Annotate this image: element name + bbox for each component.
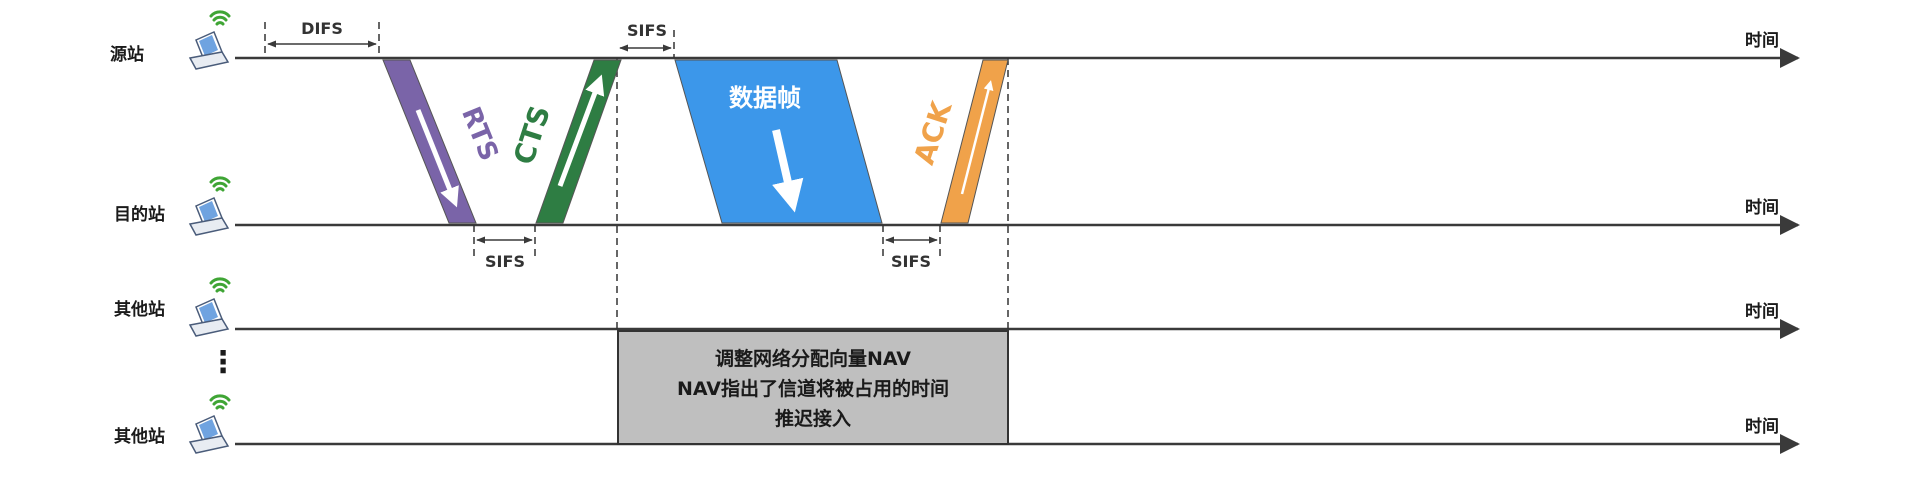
laptop-wifi-icon xyxy=(188,176,231,237)
laptop-wifi-icon xyxy=(188,277,231,338)
station-label-other: 其他站 xyxy=(114,426,165,447)
station-label-destination: 目的站 xyxy=(114,204,165,225)
difs-label: DIFS xyxy=(301,19,343,38)
difs-interval: DIFS xyxy=(267,19,377,48)
dashed-guides xyxy=(264,22,1009,330)
cts-label: CTS xyxy=(507,102,557,169)
sifs-label: SIFS xyxy=(485,252,525,271)
station-row-source: 源站 时间 xyxy=(110,10,1800,71)
ellipsis: ⋮ xyxy=(208,345,238,380)
nav-line-3: 推迟接入 xyxy=(775,407,851,430)
sifs-interval-3: SIFS xyxy=(885,236,938,271)
down-arrow-icon xyxy=(772,129,804,213)
data-frame: 数据帧 xyxy=(674,59,883,224)
rts-frame: RTS xyxy=(382,59,504,224)
time-axis-label: 时间 xyxy=(1745,416,1779,437)
time-axis-label: 时间 xyxy=(1745,30,1779,51)
sifs-interval-2: SIFS xyxy=(476,236,533,271)
laptop-wifi-icon xyxy=(188,10,231,71)
rts-label: RTS xyxy=(455,103,504,166)
ack-label: ACK xyxy=(907,96,959,168)
sifs-label: SIFS xyxy=(891,252,931,271)
station-row-other-2: 其他站 时间 xyxy=(114,394,1800,455)
station-label-other: 其他站 xyxy=(114,299,165,320)
ack-frame: ACK xyxy=(907,59,1009,224)
time-axis-label: 时间 xyxy=(1745,197,1779,218)
station-row-other-1: 其他站 时间 xyxy=(114,277,1800,339)
station-label-source: 源站 xyxy=(110,44,144,65)
station-row-destination: 目的站 时间 xyxy=(114,176,1800,237)
laptop-wifi-icon xyxy=(188,394,231,455)
time-axis-label: 时间 xyxy=(1745,301,1779,322)
data-frame-label: 数据帧 xyxy=(729,84,801,112)
nav-line-2: NAV指出了信道将被占用的时间 xyxy=(677,377,949,400)
sifs-label: SIFS xyxy=(627,21,667,40)
cts-frame: CTS xyxy=(507,59,622,224)
nav-box: 调整网络分配向量NAV NAV指出了信道将被占用的时间 推迟接入 xyxy=(617,330,1009,445)
sifs-interval-1: SIFS xyxy=(619,21,672,52)
nav-line-1: 调整网络分配向量NAV xyxy=(715,347,911,370)
